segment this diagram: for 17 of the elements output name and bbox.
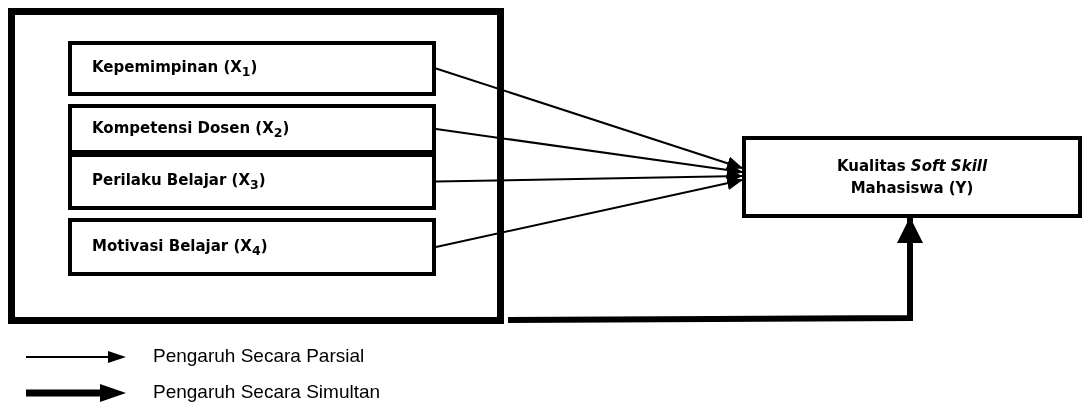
variable-box (68, 104, 436, 154)
variable-label: Kualitas Soft Skill Mahasiswa (Y) (835, 155, 989, 199)
variable-label: Perilaku Belajar (X$_{3}$) (92, 171, 266, 192)
variable-box (742, 136, 1082, 218)
legend-label: Pengaruh Secara Parsial (153, 345, 365, 367)
variable-box (68, 153, 436, 210)
arrow (435, 128, 743, 177)
arrow (508, 217, 923, 323)
variable-box (68, 218, 436, 276)
arrow (435, 176, 743, 248)
legend-label: Pengaruh Secara Simultan (153, 381, 381, 403)
variable-label: Kepemimpinan (X$_{1}$) (92, 58, 258, 79)
group-box (8, 8, 504, 324)
variable-box (68, 41, 436, 96)
variable-label: Motivasi Belajar (X$_{4}$) (92, 236, 268, 258)
variable-label: Kompetensi Dosen (X$_{2}$) (92, 118, 290, 140)
arrow (435, 67, 743, 170)
